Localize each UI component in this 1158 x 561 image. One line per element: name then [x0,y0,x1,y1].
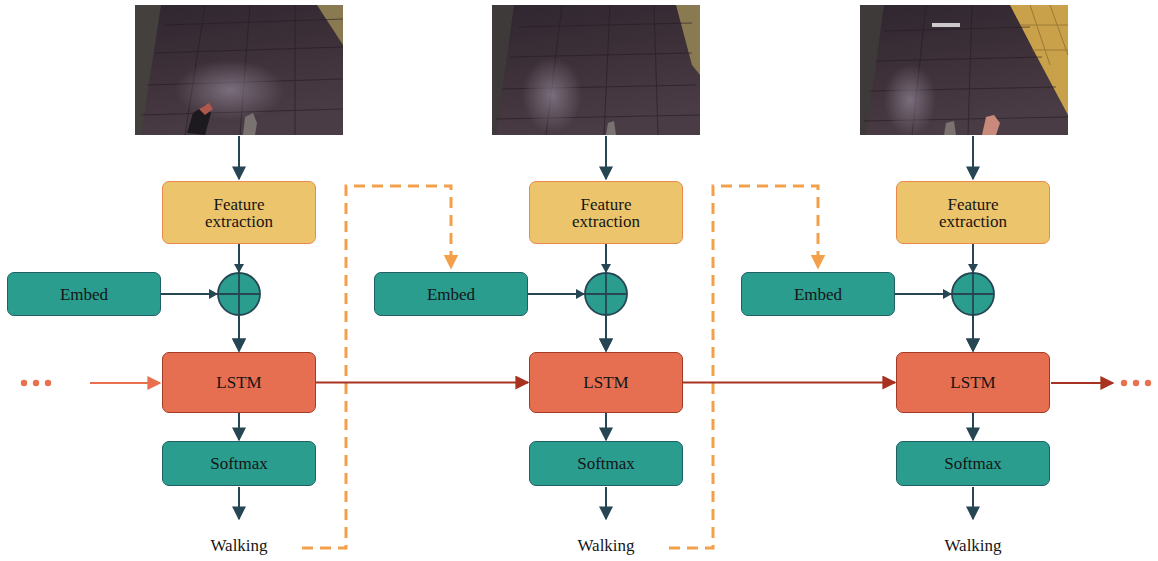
feature-extraction-box: Feature extraction [529,181,683,244]
shoe [606,121,616,135]
output-label: Walking [546,536,666,556]
tile-grid [864,5,1068,135]
wall [492,5,514,135]
ceiling-light-reflection [932,23,960,27]
state-arrow [683,382,895,384]
floor [135,5,343,135]
shoe [944,121,956,135]
softmax-box: Softmax [529,441,683,486]
state-arrow [316,382,528,384]
box-label: LSTM [950,374,995,391]
floor [492,5,700,135]
lstm-box: LSTM [529,352,683,413]
state-output-arrow [1051,382,1113,384]
wall-tiles [1020,5,1068,65]
output-label: Walking [913,536,1033,556]
box-label: Softmax [577,455,635,472]
output-label: Walking [179,536,299,556]
flow-arrow [605,413,607,440]
box-label: Feature extraction [917,196,1029,230]
tile-grid [141,5,343,135]
softmax-box: Softmax [896,441,1050,486]
embed-box: Embed [741,272,895,316]
wall [676,5,700,75]
sum-symbol [943,264,994,315]
embed-box: Embed [374,272,528,316]
softmax-box: Softmax [162,441,316,486]
lstm-box: LSTM [162,352,316,413]
glare [522,57,582,133]
embed-box: Embed [7,272,161,316]
box-label: Softmax [944,455,1002,472]
box-label: Embed [794,286,842,303]
flow-arrow [238,413,240,440]
feature-extraction-box: Feature extraction [896,181,1050,244]
hand [199,103,213,115]
tiled-wall [1010,5,1068,115]
box-label: Embed [60,286,108,303]
flow-arrow [972,413,974,440]
input-arrows [239,136,973,179]
tile-grid [496,5,700,135]
box-label: Feature extraction [183,196,295,230]
glare [175,60,285,120]
box-label: Feature extraction [550,196,662,230]
box-label: LSTM [583,374,628,391]
box-label: LSTM [216,374,261,391]
hand [982,115,1000,135]
wall [135,5,161,135]
camera-frame [492,5,700,135]
output-arrows [239,487,973,519]
glare [884,64,936,136]
feature-extraction-box: Feature extraction [162,181,316,244]
camera-frame [860,5,1068,136]
box-label: Softmax [210,455,268,472]
lstm-box: LSTM [896,352,1050,413]
wall [860,5,884,135]
wall [317,5,343,45]
floor [860,5,1068,135]
camera-frame [135,5,343,135]
box-label: Embed [427,286,475,303]
sum-symbol [576,264,627,315]
state-input-arrow [90,382,160,384]
sum-symbol [209,264,260,315]
shoe [243,113,257,135]
